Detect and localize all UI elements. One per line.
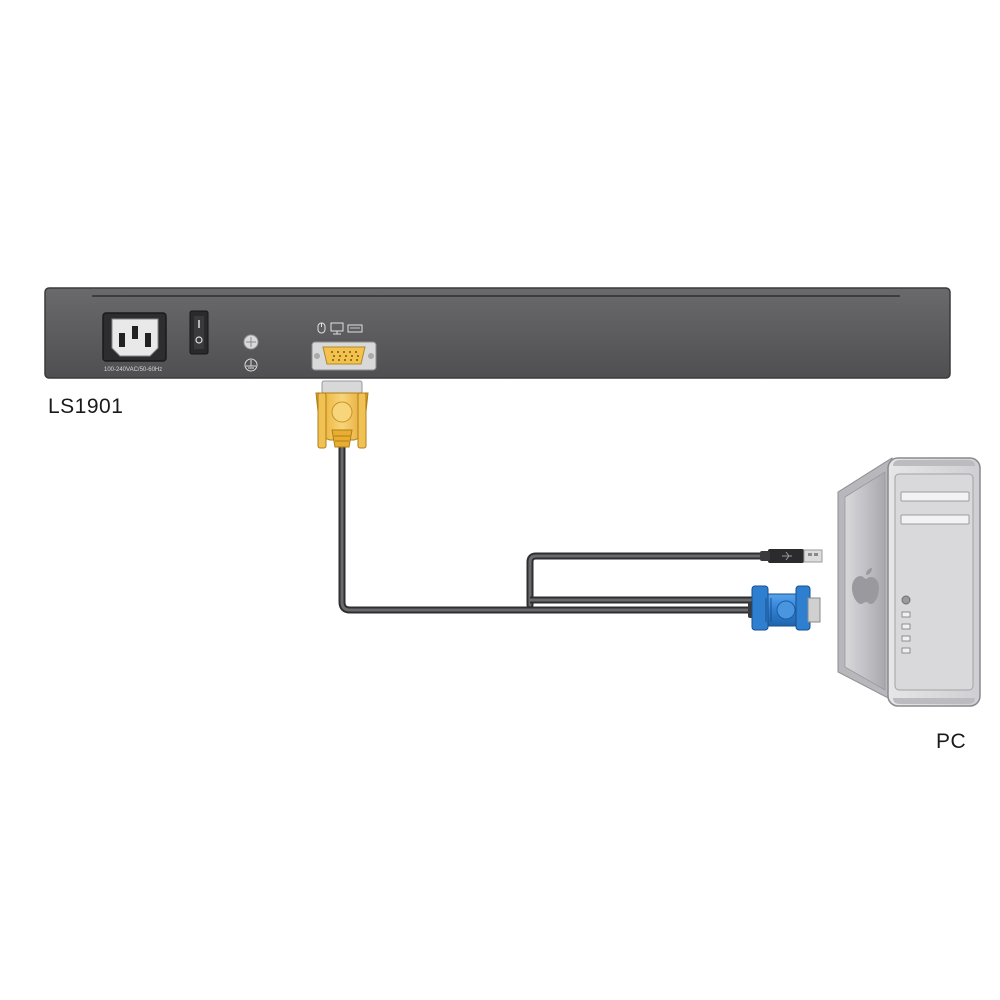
keyboard-icon xyxy=(347,324,363,333)
pc-tower xyxy=(837,457,981,707)
ground-symbol-icon xyxy=(243,334,259,372)
power-button-icon xyxy=(901,595,911,605)
vga-cable xyxy=(338,441,762,614)
apple-logo-icon xyxy=(852,568,879,604)
iec-power-socket-icon xyxy=(102,312,167,362)
vga-connector-yellow xyxy=(315,380,369,449)
drive-bay xyxy=(900,491,970,502)
rocker-switch-icon xyxy=(189,310,209,355)
drive-bay xyxy=(900,514,970,525)
switch-chassis xyxy=(44,287,951,379)
usb-plug-icon xyxy=(760,549,823,563)
vga-port[interactable] xyxy=(311,341,377,371)
mouse-icon xyxy=(317,322,326,334)
monitor-icon xyxy=(330,322,344,335)
vga-connector-blue xyxy=(748,585,821,631)
kvm-cable xyxy=(338,441,774,614)
kvm-switch: 100-240VAC/50-60Hz xyxy=(44,287,951,379)
power-rating-label: 100-240VAC/50-60Hz xyxy=(104,367,162,373)
switch-name-label: LS1901 xyxy=(48,395,124,418)
pc-name-label: PC xyxy=(936,730,967,753)
